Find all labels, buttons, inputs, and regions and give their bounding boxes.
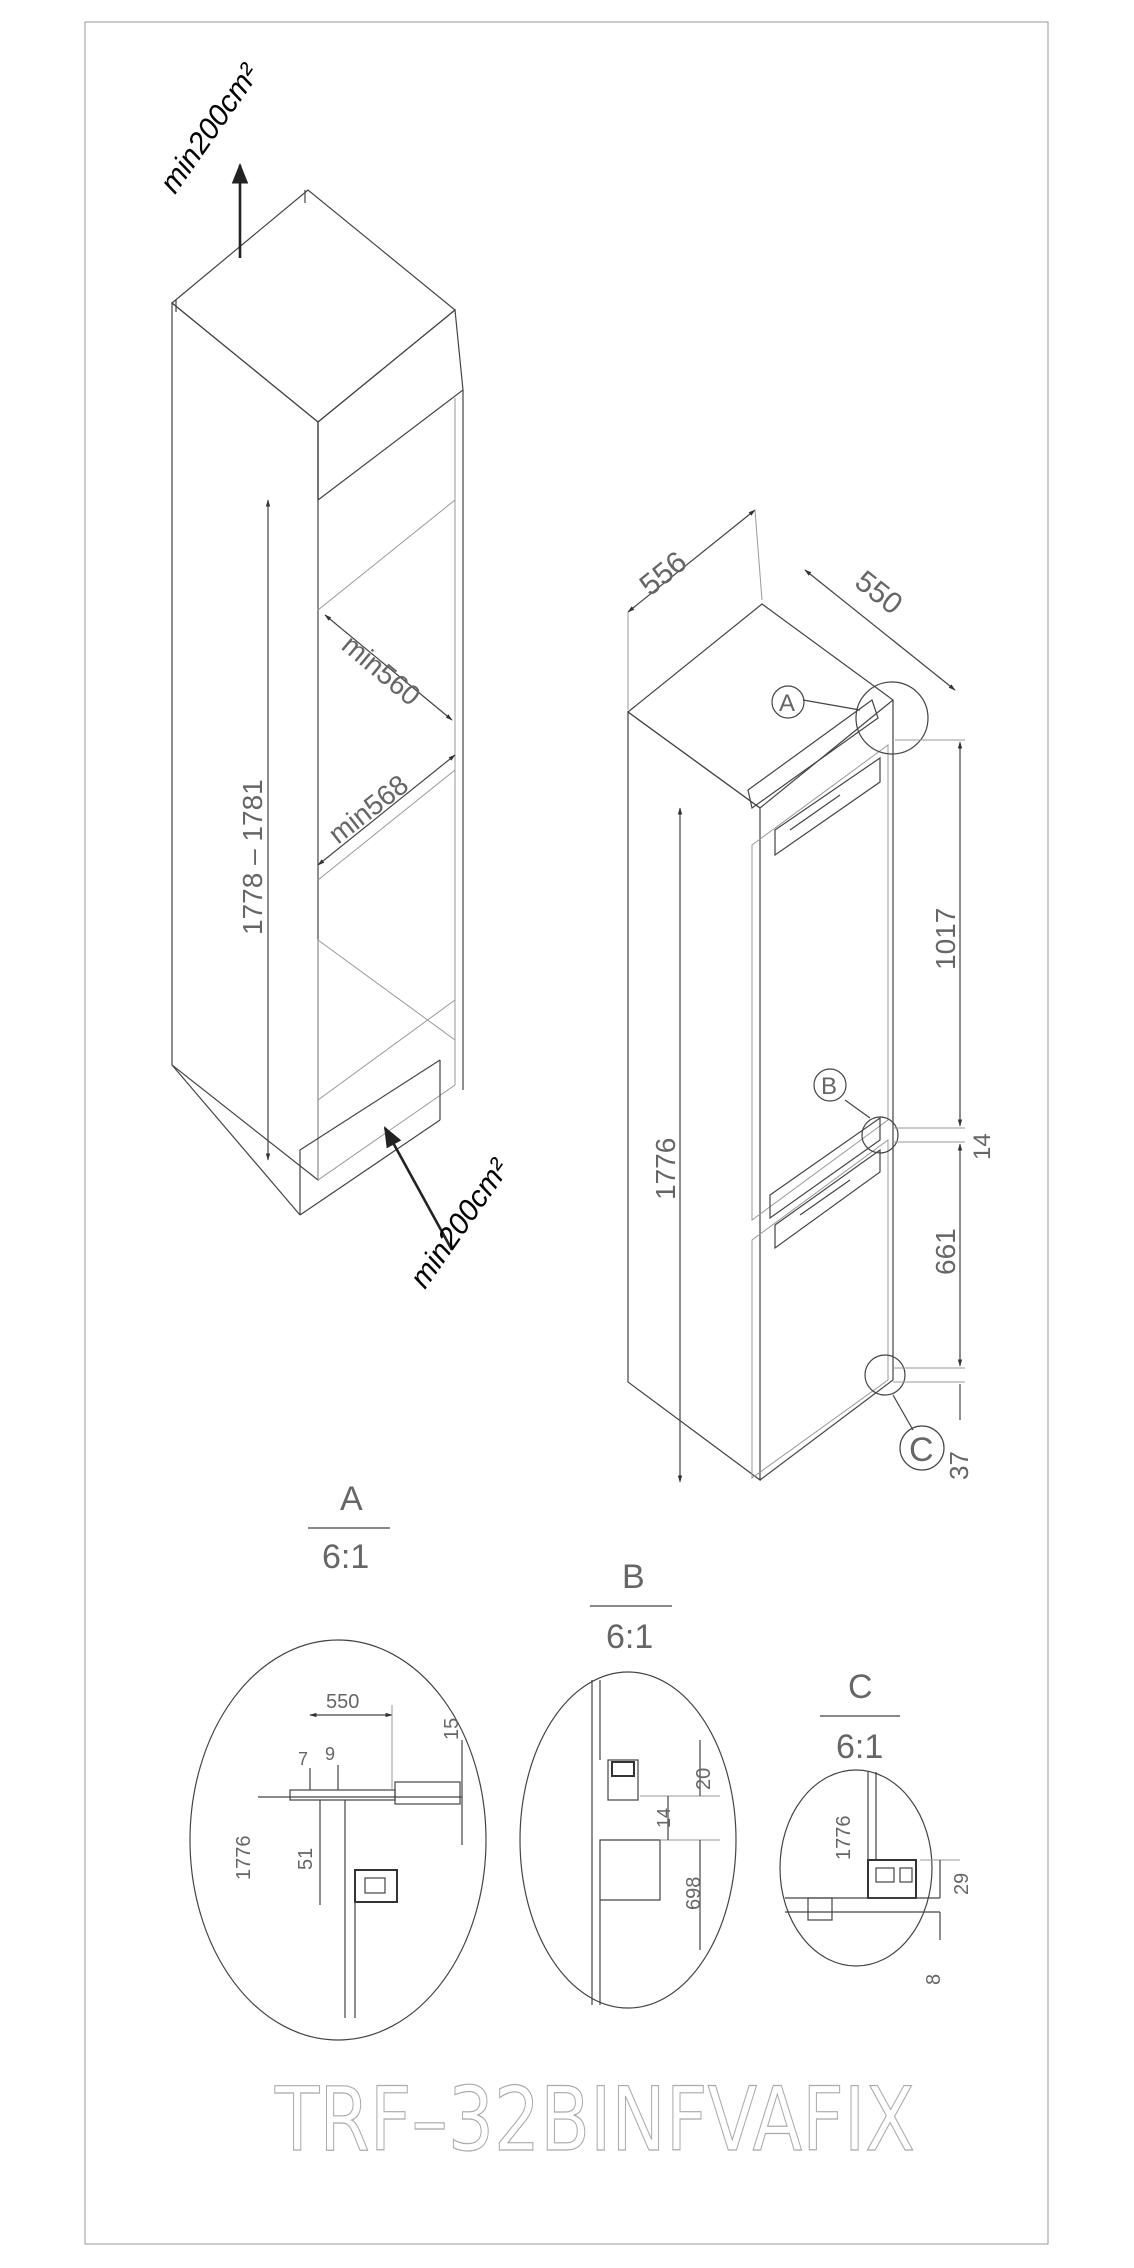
appliance-height-label: 1776 [650, 1138, 681, 1200]
detail-c-letter: C [848, 1668, 873, 1706]
gap-label: 14 [969, 1133, 996, 1160]
detail-a: A 6:1 550 9 7 15 1776 51 [189, 1480, 487, 2041]
detail-b-dim-14: 14 [654, 1808, 674, 1828]
detail-b-dim-698: 698 [683, 1877, 705, 1910]
detail-b-ellipse [519, 1671, 737, 2009]
niche-height-label: 1778 – 1781 [237, 779, 268, 935]
callout-c-label: C [909, 1431, 934, 1469]
niche-side-panel [171, 301, 319, 1182]
detail-b-letter: B [622, 1558, 645, 1596]
lower-height-label: 661 [930, 1228, 961, 1275]
appliance-drawing: A B C 556 550 1776 1017 14 661 37 [627, 509, 996, 1483]
detail-c-dim-29: 29 [951, 1873, 973, 1895]
lower-door [751, 1139, 889, 1479]
detail-c-dim-1776: 1776 [833, 1816, 855, 1861]
detail-b-scale: 6:1 [606, 1618, 653, 1656]
detail-a-scale: 6:1 [322, 1538, 369, 1576]
detail-a-ellipse [189, 1639, 487, 2041]
detail-c-scale: 6:1 [836, 1728, 883, 1766]
vent-top-label: min200cm² [154, 58, 267, 199]
detail-a-dim-1776: 1776 [233, 1836, 255, 1881]
detail-c-dim-8: 8 [923, 1974, 945, 1985]
appliance-depth-label: 556 [634, 545, 694, 602]
callout-a-label: A [779, 690, 795, 717]
callout-b-label: B [821, 1073, 837, 1100]
bottom-label: 37 [944, 1451, 974, 1480]
appliance-side-panel [627, 710, 761, 1482]
callout-b-circle [861, 1116, 899, 1154]
detail-b-dim-20: 20 [693, 1768, 715, 1790]
vent-bottom-label: min200cm² [404, 1153, 517, 1294]
detail-c-ellipse [779, 1769, 933, 1967]
detail-b: B 6:1 20 14 698 [519, 1558, 737, 2009]
model-code: TRF–32BINFVAFIX [274, 2068, 915, 2171]
detail-a-dim-51: 51 [295, 1848, 317, 1870]
niche-drawing: 1778 – 1781 min560 min568 min200cm² min2… [154, 58, 517, 1294]
detail-a-dim-7: 7 [298, 1749, 308, 1769]
callout-c-circle [864, 1354, 906, 1396]
detail-c: C 6:1 1776 29 8 [779, 1668, 973, 1985]
detail-a-letter: A [340, 1480, 363, 1518]
appliance-top-face [627, 603, 894, 809]
upper-height-label: 1017 [930, 908, 961, 970]
niche-top-panel [317, 308, 464, 502]
detail-a-dim-550: 550 [326, 1691, 359, 1713]
callout-a-circle [855, 681, 929, 755]
vent-bottom-arrow-icon [383, 1126, 454, 1251]
niche-width-label: min568 [323, 769, 414, 850]
upper-door [751, 744, 889, 1221]
detail-a-dim-15: 15 [441, 1718, 463, 1740]
niche-top-face [171, 189, 456, 423]
detail-a-dim-9: 9 [325, 1744, 335, 1764]
sheet-border [84, 21, 1049, 2245]
niche-depth-label: min560 [336, 629, 426, 712]
